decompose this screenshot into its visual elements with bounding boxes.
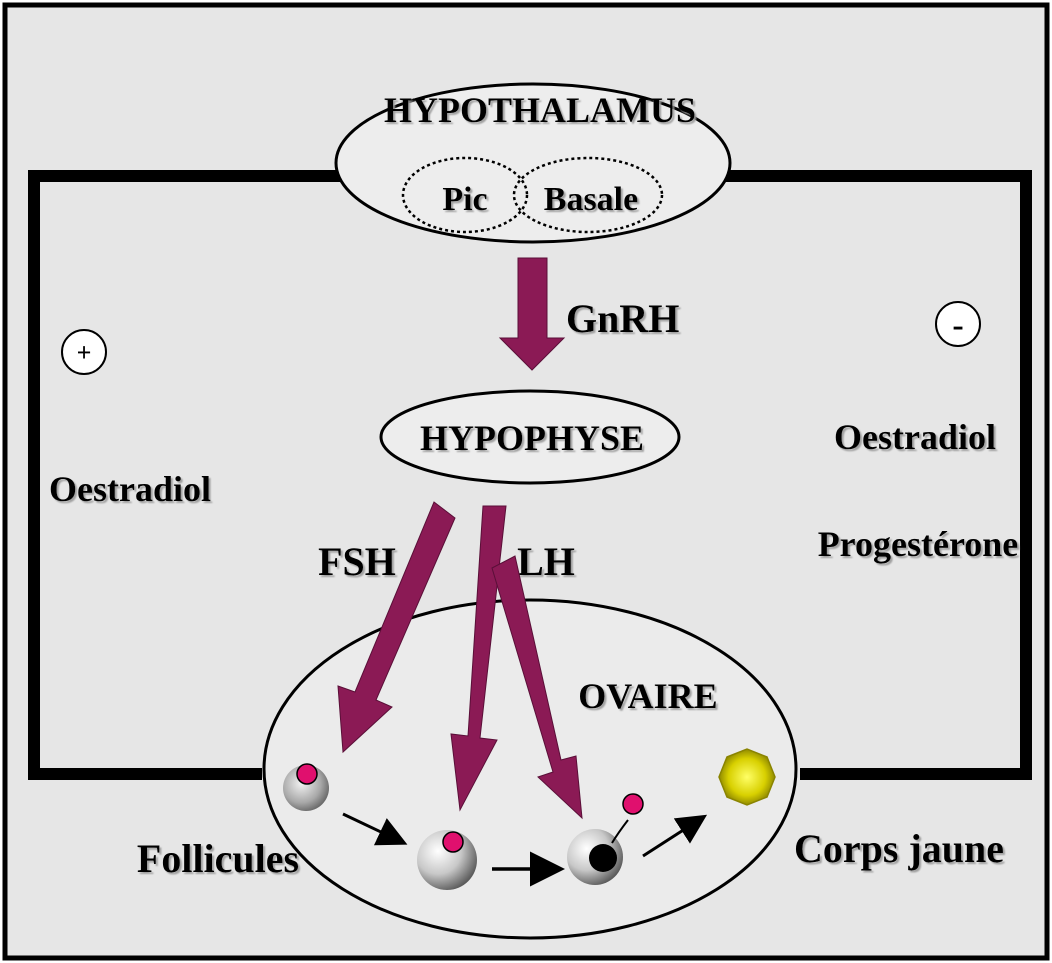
- ovulating-follicle: [567, 793, 644, 885]
- primary-follicle: [283, 763, 329, 811]
- progesterone-label: Progestérone: [818, 524, 1019, 564]
- ovaire-node: OVAIRE: [262, 598, 798, 940]
- negative-feedback-badge: -: [935, 301, 981, 347]
- oestradiol-positive-label: Oestradiol: [49, 469, 211, 509]
- basale-zone: [512, 156, 664, 234]
- lh-arrow-ovulation: [491, 555, 583, 820]
- hypophyse-node: HYPOPHYSE: [379, 389, 681, 485]
- corpus-luteum: [718, 748, 776, 806]
- basale-label: Basale: [544, 181, 638, 218]
- fsh-label: FSH: [318, 539, 396, 584]
- hypophyse-label: HYPOPHYSE: [420, 418, 644, 458]
- ovaire-label: OVAIRE: [578, 676, 717, 716]
- progression-arrow-3: [642, 814, 708, 858]
- corps-jaune-label: Corps jaune: [794, 826, 1004, 871]
- gnrh-arrow: [498, 257, 566, 371]
- released-oocyte: [622, 793, 644, 815]
- plus-sign: +: [77, 338, 92, 367]
- hypothalamus-node: HYPOTHALAMUS Pic Basale: [334, 82, 732, 244]
- hypothalamus-label: HYPOTHALAMUS: [384, 90, 696, 130]
- fsh-arrow: [337, 501, 456, 754]
- pic-label: Pic: [442, 181, 487, 218]
- minus-sign: -: [952, 307, 963, 344]
- gnrh-label: GnRH: [566, 296, 679, 341]
- follicules-label: Follicules: [137, 836, 299, 881]
- lh-label: LH: [517, 539, 575, 584]
- lh-arrow-follicle: [450, 505, 507, 812]
- growing-follicle: [417, 830, 477, 890]
- progression-arrow-1: [342, 812, 408, 846]
- oestradiol-negative-label: Oestradiol: [834, 417, 996, 457]
- positive-feedback-badge: +: [61, 329, 107, 375]
- pic-zone: [401, 156, 529, 234]
